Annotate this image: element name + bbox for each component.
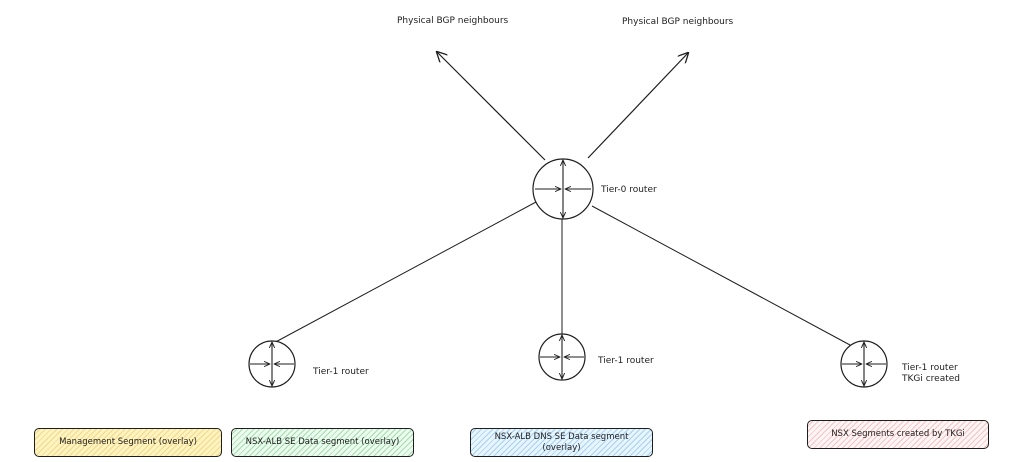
bgp-link-left xyxy=(437,52,546,161)
tier0-router-icon xyxy=(532,158,594,220)
tier1-router-right-label: Tier-1 router TKGi created xyxy=(902,363,960,385)
tier0-router-label: Tier-0 router xyxy=(601,185,657,195)
bgp-neighbours-right-label: Physical BGP neighbours xyxy=(622,17,734,27)
nsx-alb-dns-se-data-segment-label-line2: (overlay) xyxy=(542,442,581,453)
tier1-router-right-icon xyxy=(840,340,888,388)
nsx-alb-se-data-segment-label: NSX-ALB SE Data segment (overlay) xyxy=(245,437,400,447)
tier1-router-left-label: Tier-1 router xyxy=(313,367,369,377)
tier1-router-right-label-line1: Tier-1 router xyxy=(902,363,958,373)
tier0-to-tier1-left-link xyxy=(269,201,537,346)
tier1-router-left-icon xyxy=(248,340,296,388)
nsx-segments-tkgi-label: NSX Segments created by TKGi xyxy=(831,429,965,439)
bgp-neighbours-left-label: Physical BGP neighbours xyxy=(397,16,509,26)
nsx-alb-se-data-segment-box: NSX-ALB SE Data segment (overlay) xyxy=(231,428,414,457)
management-segment-box: Management Segment (overlay) xyxy=(34,428,222,457)
management-segment-label: Management Segment (overlay) xyxy=(59,437,197,447)
nsx-alb-dns-se-data-segment-label-line1: NSX-ALB DNS SE Data segment xyxy=(494,431,629,442)
tier0-to-tier1-right-link xyxy=(591,205,851,346)
nsx-alb-dns-se-data-segment-box: NSX-ALB DNS SE Data segment (overlay) xyxy=(470,428,653,457)
bgp-link-right xyxy=(587,53,688,159)
nsx-segments-tkgi-box: NSX Segments created by TKGi xyxy=(807,420,989,449)
tier1-router-middle-icon xyxy=(538,333,586,381)
tier1-router-middle-label: Tier-1 router xyxy=(598,356,654,366)
tier1-router-right-label-line2: TKGi created xyxy=(902,374,961,384)
